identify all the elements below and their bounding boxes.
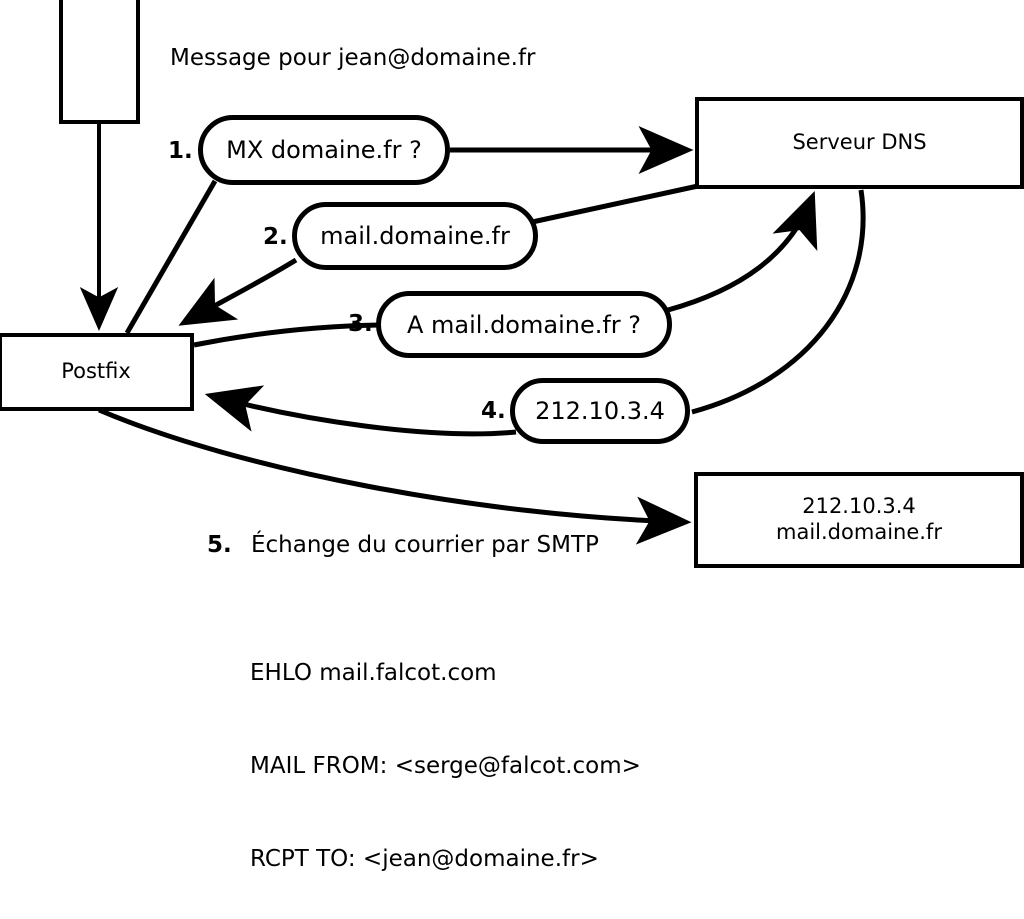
- step-3-number: 3.: [348, 311, 373, 337]
- smtp-line: RCPT TO: <jean@domaine.fr>: [250, 846, 599, 872]
- step-2-number: 2.: [263, 224, 288, 250]
- arrow-step2-to-postfix: [178, 257, 298, 326]
- dns-server-box[interactable]: Serveur DNS: [695, 97, 1024, 189]
- step-5-number: 5.: [207, 532, 232, 558]
- step-4-bubble[interactable]: 212.10.3.4: [510, 378, 690, 444]
- step-4-number: 4.: [481, 398, 506, 424]
- arrow-postfix-to-mail-server: [98, 407, 692, 545]
- arrow-step3-to-dns: [667, 191, 818, 313]
- step-1-bubble[interactable]: MX domaine.fr ?: [198, 115, 450, 185]
- connector-dns-to-step4: [691, 189, 866, 415]
- step-4-bubble-label: 212.10.3.4: [535, 397, 665, 425]
- smtp-transcript: EHLO mail.falcot.com MAIL FROM: <serge@f…: [250, 596, 641, 919]
- mail-server-hostname: mail.domaine.fr: [776, 520, 942, 544]
- message-caption: Message pour jean@domaine.fr: [170, 45, 536, 71]
- step-2-bubble-label: mail.domaine.fr: [320, 222, 510, 250]
- postfix-label: Postfix: [61, 359, 131, 384]
- smtp-line: MAIL FROM: <serge@falcot.com>: [250, 753, 641, 779]
- step-1-number: 1.: [168, 138, 193, 164]
- step-1-bubble-label: MX domaine.fr ?: [226, 136, 422, 164]
- mail-server-ip: 212.10.3.4: [802, 494, 916, 519]
- step-5-label: Échange du courrier par SMTP: [251, 532, 599, 558]
- mail-client-box[interactable]: [59, 0, 140, 124]
- postfix-box[interactable]: Postfix: [0, 333, 194, 411]
- step-2-bubble[interactable]: mail.domaine.fr: [292, 202, 538, 270]
- smtp-line: EHLO mail.falcot.com: [250, 660, 497, 686]
- step-3-bubble[interactable]: A mail.domaine.fr ?: [376, 291, 672, 358]
- step-3-bubble-label: A mail.domaine.fr ?: [406, 310, 642, 339]
- connector-dns-to-step2: [522, 183, 699, 227]
- mail-server-box[interactable]: 212.10.3.4 mail.domaine.fr: [694, 472, 1024, 568]
- connector-postfix-to-step1: [124, 179, 218, 335]
- connector-postfix-to-step3: [193, 322, 381, 348]
- arrow-step4-to-postfix: [204, 385, 517, 437]
- dns-server-label: Serveur DNS: [792, 130, 927, 155]
